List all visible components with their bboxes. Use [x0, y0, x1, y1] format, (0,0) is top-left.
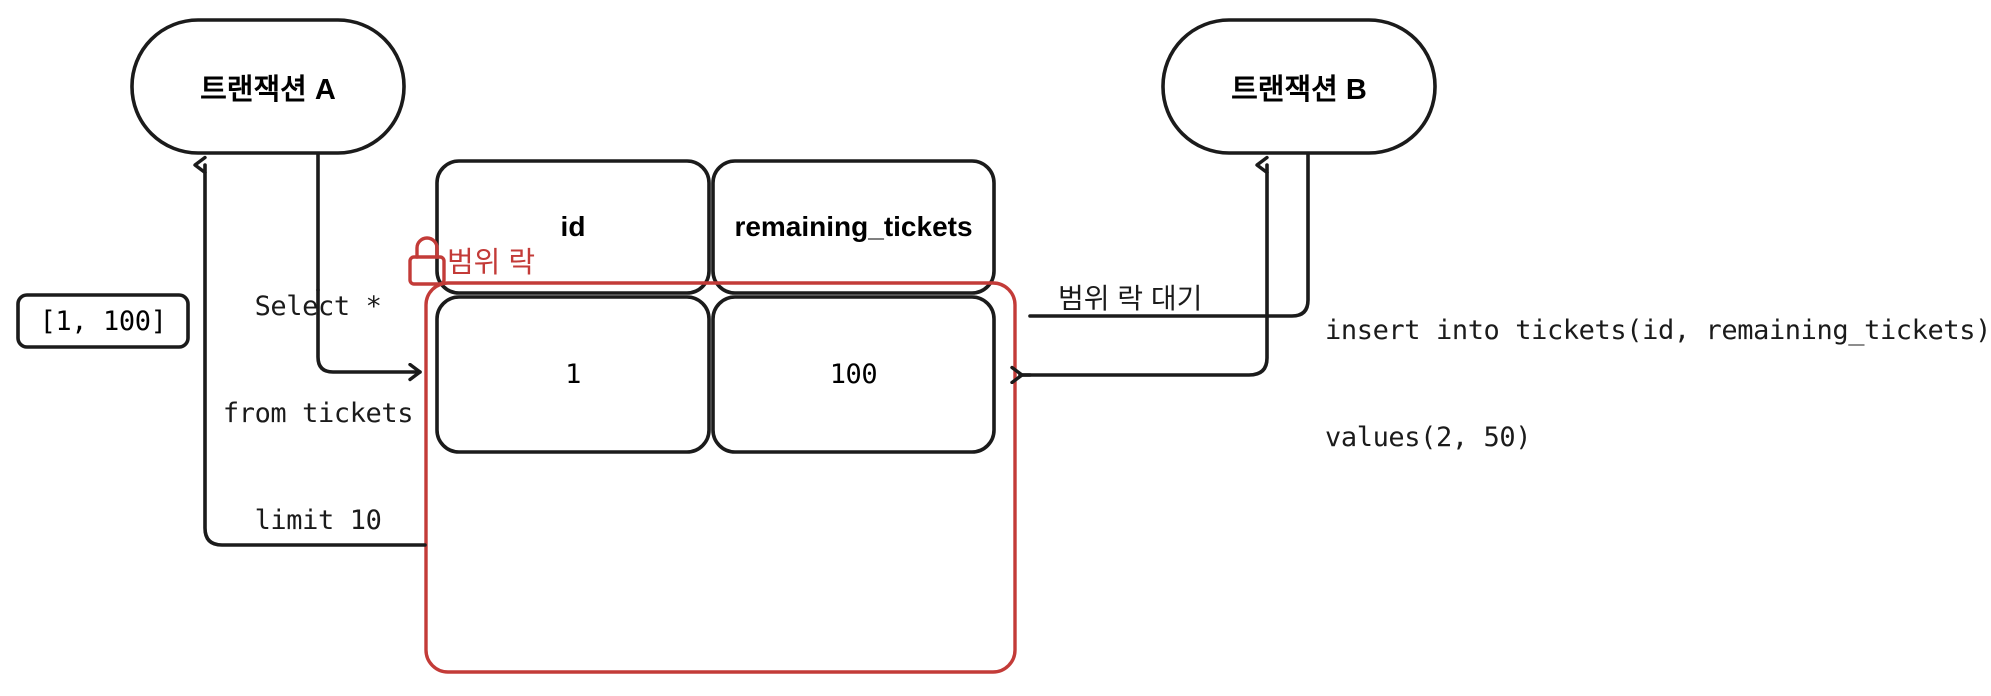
insert-query-label: insert into tickets(id, remaining_ticket… — [1325, 242, 1991, 527]
transaction-b-shape — [1161, 18, 1437, 155]
table-header-cells — [435, 159, 996, 295]
edge-insert-query — [1028, 152, 1310, 318]
lock-icon — [408, 236, 446, 286]
select-query-line-1: Select * — [254, 291, 382, 323]
wait-lock-label: 범위 락 대기 — [1058, 283, 1203, 314]
select-query-line-3: limit 10 — [254, 505, 382, 536]
edge-table-to-transaction-a — [205, 165, 427, 547]
edge-wait-lock — [1018, 165, 1269, 377]
table-header-id: id — [560, 211, 586, 242]
table-cell-id-value: 1 — [565, 359, 581, 390]
edge-select-query — [316, 152, 422, 372]
transaction-a-label: 트랜잭션 A — [200, 73, 336, 106]
transaction-b-label: 트랜잭션 B — [1231, 73, 1367, 106]
select-query-label: Select * from tickets limit 10 — [203, 218, 433, 610]
range-lock-label: 범위 락 — [447, 247, 536, 279]
insert-query-line-2: values(2, 50) — [1325, 422, 1532, 454]
table-cell-remaining-tickets-value: 100 — [829, 359, 878, 390]
range-box-shape — [16, 293, 190, 349]
table-body-cells — [435, 295, 996, 454]
insert-query-line-1: insert into tickets(id, remaining_ticket… — [1325, 315, 1991, 347]
select-query-line-2: from tickets — [222, 398, 414, 430]
range-lock-region — [424, 281, 1017, 674]
transaction-a-shape — [130, 18, 406, 155]
table-header-remaining-tickets: remaining_tickets — [734, 211, 973, 242]
range-box-label: [1, 100] — [39, 305, 167, 337]
